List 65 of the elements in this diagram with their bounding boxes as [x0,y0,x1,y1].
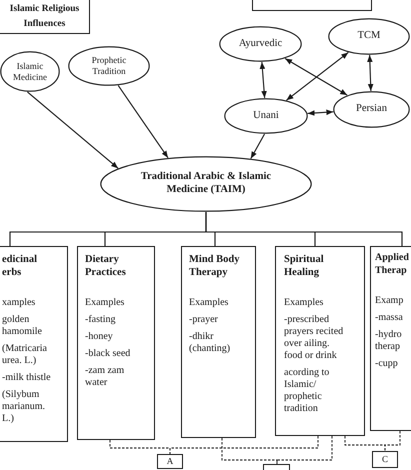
category-box [181,246,256,438]
letter-box [157,454,183,469]
list-item: -cupp [375,358,398,370]
oval-node [219,26,302,62]
examples-label: xamples [2,297,36,309]
list-item: -milk thistle [2,372,51,384]
arrow [27,92,118,169]
examples-label: Examples [189,297,228,309]
list-item: -prayer [189,314,218,326]
list-item: acording to Islamic/ prophetic tradition [284,367,330,415]
list-item: golden hamomile [2,314,43,338]
list-item: -fasting [85,314,116,326]
list-item: -black seed [85,348,130,360]
oval-label: Unani [253,110,279,122]
dashed-connector [276,436,332,464]
box-letter: A [166,457,174,466]
oval-label: TCM [358,30,380,43]
connector-line [205,212,403,246]
list-item: -prescribed prayers recited over ailing. food or drink [284,314,344,362]
dashed-connector [170,436,318,454]
category-box [77,246,155,440]
oval-node [100,156,312,212]
oval-node [224,98,308,134]
box-heading: edicinal erbs [2,253,38,279]
arrow [250,134,266,159]
oval-node [68,46,150,86]
empty-box [263,464,290,470]
oval-label: Traditional Arabic & Islamic Medicine (TAIM) [140,171,272,197]
list-item: (Silybum marianum. L.) [2,389,46,425]
list-item: -zam zam water [85,365,126,389]
box-heading: Applied Therap [375,251,410,277]
oval-node [328,18,410,55]
double-arrow [308,110,334,116]
double-arrow [260,62,267,98]
examples-label: Examples [85,297,124,309]
dashed-connector [222,438,278,464]
oval-node [0,51,60,92]
oval-node [333,91,410,128]
examples-label: Examp [375,295,404,307]
oval-label: Islamic Medicine [12,60,48,82]
list-item: -honey [85,331,113,343]
category-box [0,246,68,442]
oval-label: Ayurvedic [238,38,282,50]
double-arrow [284,58,348,96]
box-heading: Spiritual Healing [284,253,325,279]
empty-box [252,0,372,11]
box-title: Islamic Religious Influences [8,3,80,31]
list-item: -dhikr (chanting) [189,331,232,355]
double-arrow [367,54,374,92]
examples-label: Examples [284,297,324,309]
list-item: -hydro therap [375,329,403,353]
box-letter: C [382,455,388,464]
double-arrow [286,52,349,101]
oval-label: Prophetic Tradition [90,55,128,77]
list-item: -massa [375,312,403,324]
title-box [0,0,90,34]
list-item: (Matricaria urea. L.) [2,343,48,367]
dashed-connector [384,430,400,452]
box-heading: Dietary Practices [85,253,127,279]
category-box [275,246,365,436]
oval-label: Persian [356,103,387,116]
letter-box [372,451,398,468]
arrow [118,85,168,158]
category-box [370,246,411,431]
box-heading: Mind Body Therapy [189,253,240,279]
